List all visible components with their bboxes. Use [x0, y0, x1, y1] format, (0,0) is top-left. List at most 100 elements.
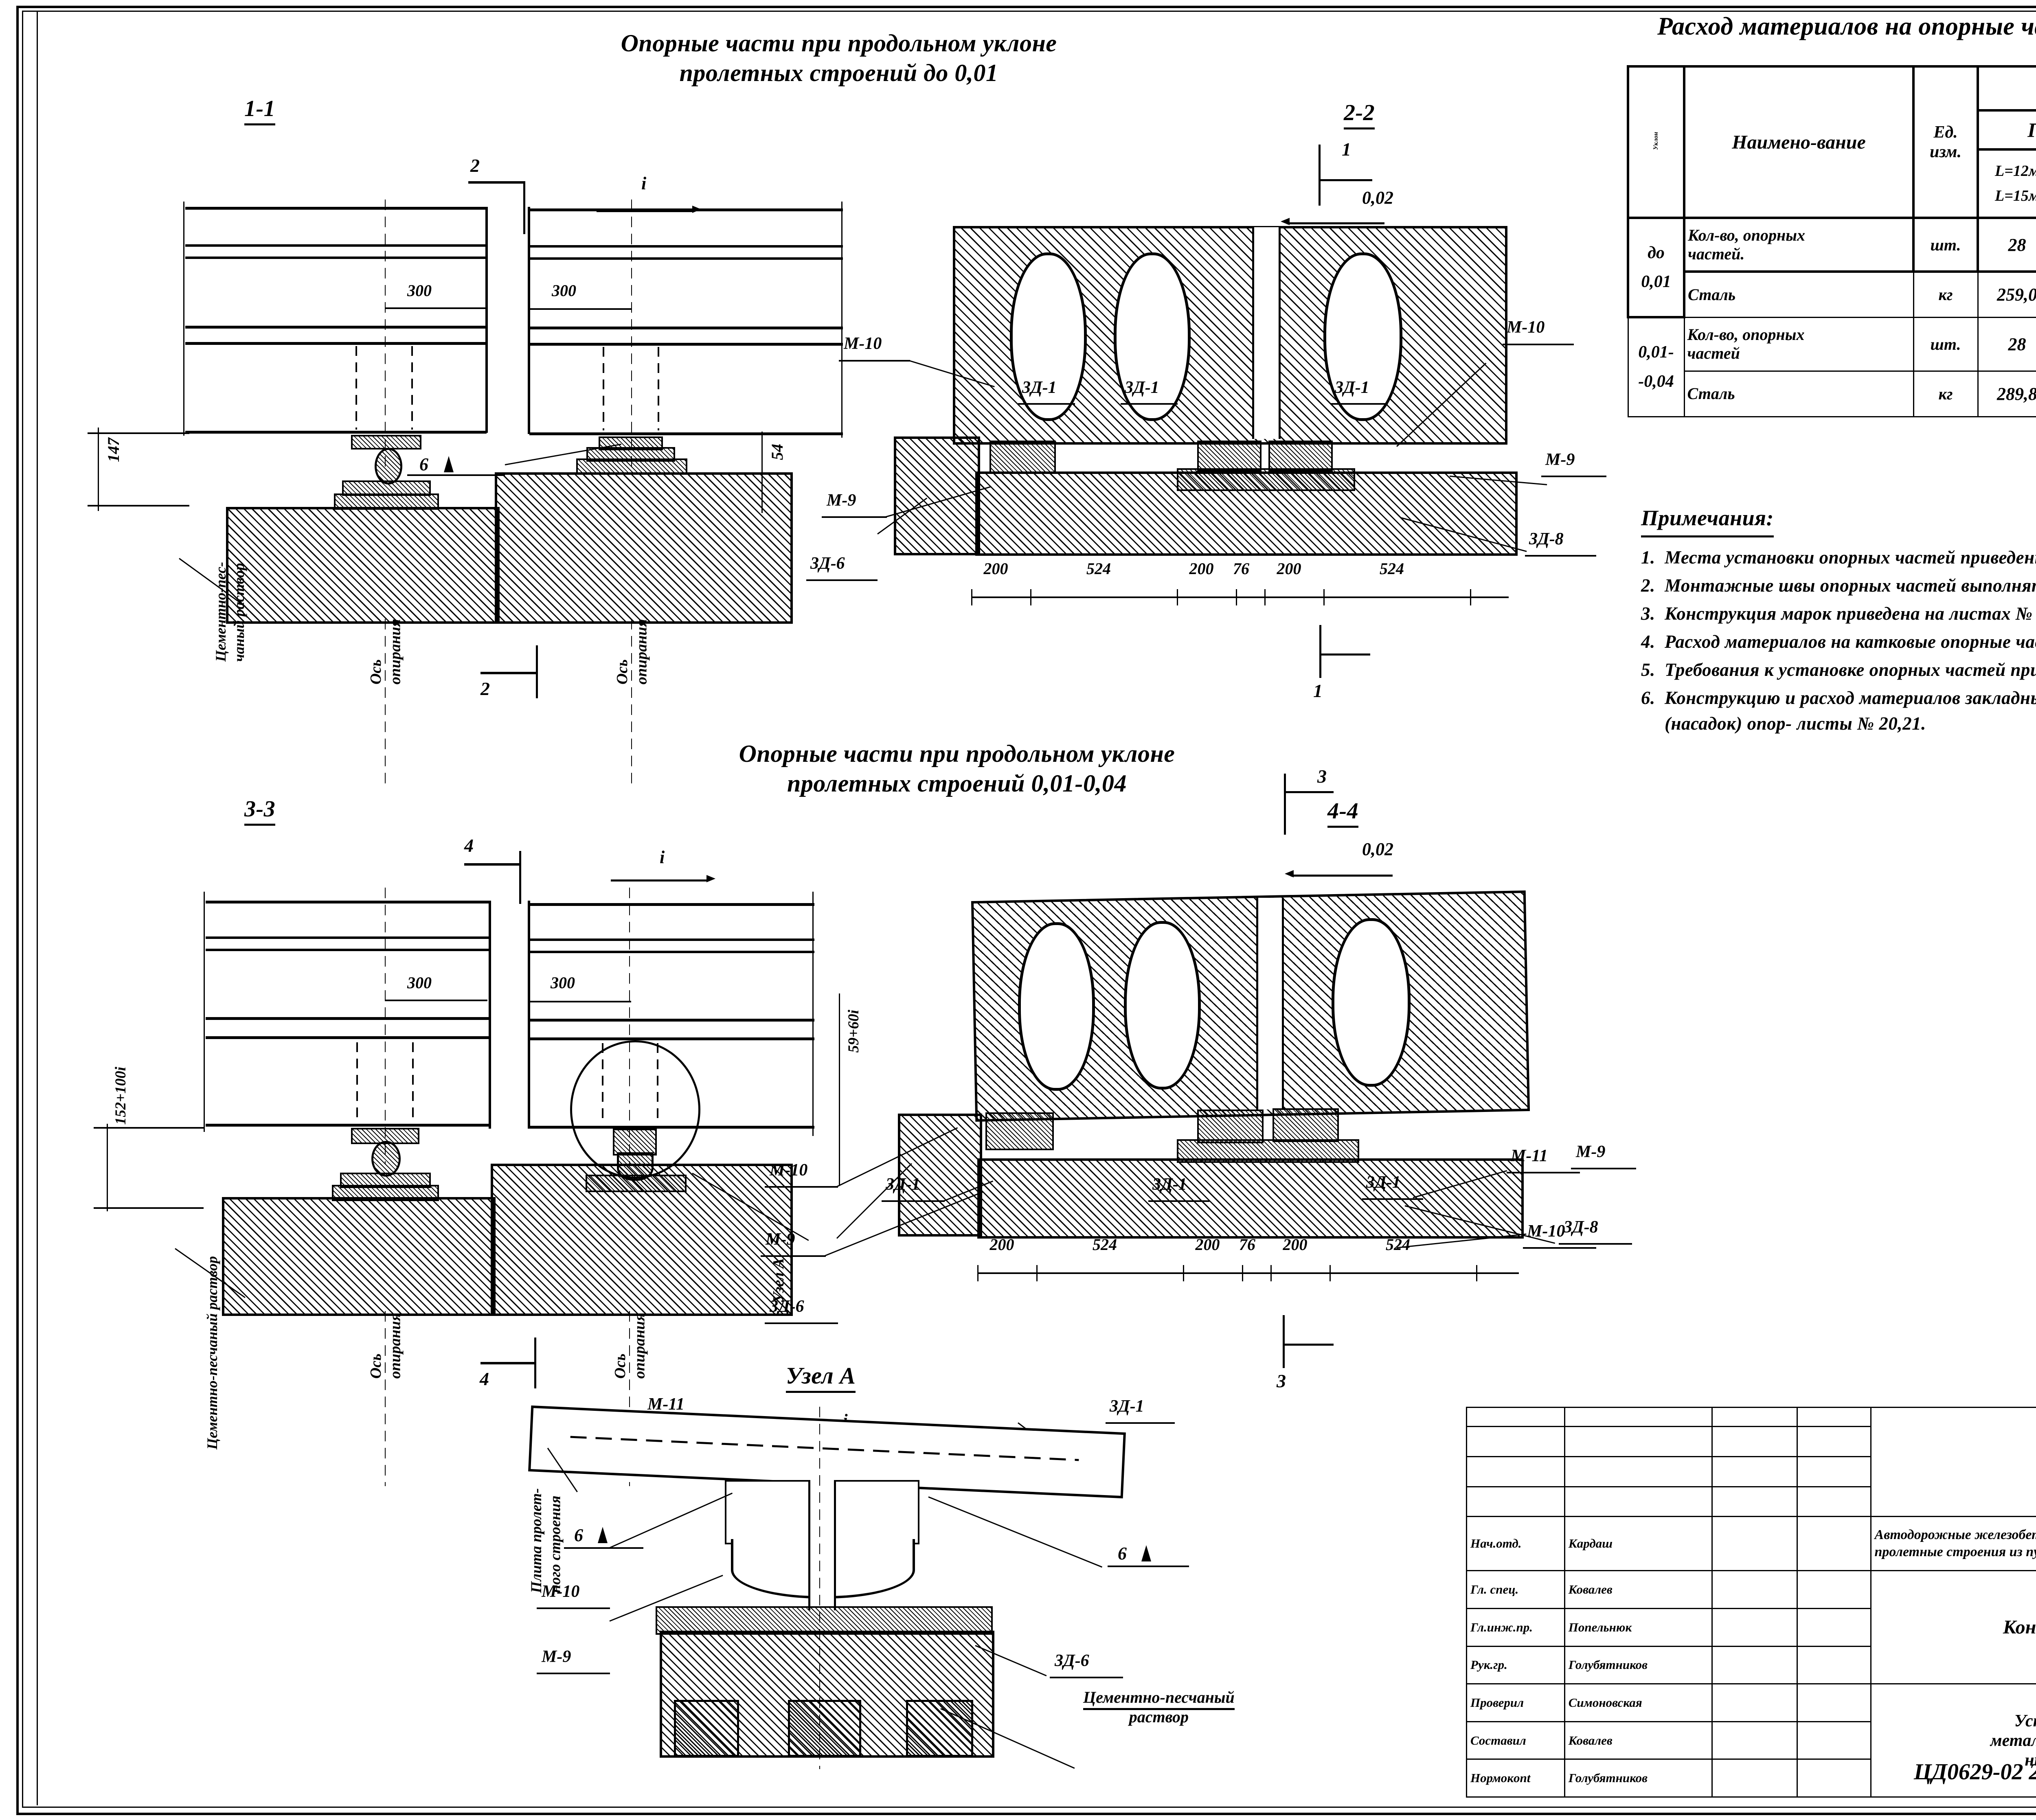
- bearing-mid2-sec22: [1268, 441, 1333, 471]
- void-1-sec44: [1018, 922, 1095, 1091]
- tangential-bearing-left-sec11: [375, 448, 402, 485]
- m10-underline-sec44: [1523, 1247, 1596, 1249]
- section-arrow-3-top: [1285, 791, 1334, 793]
- bearing-plate-lower-right-sec11: [576, 458, 687, 474]
- bottom-drawing-title-line2: пролетных строений 0,01-0,04: [787, 770, 1127, 797]
- slope-arrowhead-sec33: [706, 875, 715, 882]
- section-label-2-2: 2-2: [1344, 100, 1375, 129]
- bearing-axis-label-left-sec11: Ось опирания: [366, 619, 405, 684]
- pier-cap-main-sec44: [977, 1158, 1524, 1239]
- span-slab-l1: Плита пролет-: [528, 1488, 545, 1593]
- note-text-4: Расход материалов на катковые опорные ча…: [1665, 631, 2036, 652]
- girder-left-rightedge-sec33: [489, 901, 491, 1129]
- dim-147-top-line-sec11: [88, 432, 189, 434]
- notes-block: Примечания: 1.Места установки опорных ча…: [1641, 503, 2036, 739]
- cell-r3-c0: 289,8: [1977, 370, 2036, 417]
- cell-r2-c0: 28: [1977, 316, 2036, 372]
- m9-label-nodea: М-9: [542, 1647, 571, 1666]
- dim-row-line-sec22: [971, 596, 1509, 598]
- deck-top-left-sec33: [206, 901, 491, 903]
- dim-tick: [1330, 1265, 1331, 1281]
- dim-300-right-sec33: 300: [551, 974, 575, 992]
- zd8-underline-sec22: [1525, 555, 1596, 557]
- note-number-4: 4.: [1641, 631, 1655, 652]
- dim-tick: [1030, 589, 1031, 605]
- dim-row-line-sec44: [977, 1272, 1519, 1274]
- dim-300-line-right-sec11: [530, 308, 632, 310]
- deck-layer3-left-sec11: [185, 257, 487, 259]
- row-name-3: Сталь: [1683, 370, 1914, 417]
- bottom-drawing-code: ЦД0629-02 24: [1914, 1759, 2036, 1785]
- deck-layer2-left-sec33: [206, 936, 491, 939]
- void-2-sec22: [1114, 252, 1191, 421]
- row-unit-0: шт.: [1912, 217, 1979, 273]
- cement-mortar-b2: раствор: [1129, 1708, 1189, 1726]
- bottom-drawing-title-line1: Опорные части при продольном уклоне: [739, 740, 1175, 767]
- cement-mortar-b1: Цементно-песчаный: [1083, 1688, 1235, 1710]
- slope-002-sec22: 0,02: [1362, 188, 1393, 208]
- section-arrow-3-bottom: [1285, 1344, 1334, 1346]
- slab-bottom-left-sec11: [185, 431, 487, 434]
- slab-top2-left-sec33: [206, 1036, 491, 1039]
- drawing-name-l1: Установочный чертеж: [2014, 1711, 2036, 1730]
- row-unit-2: шт.: [1913, 316, 1979, 372]
- personnel-name-5: Ковалев: [1564, 1721, 1713, 1760]
- title-block-description-l1: Автодорожные железобетонные температурно…: [1874, 1527, 2036, 1542]
- girder-left-rightedge-sec11: [485, 207, 488, 433]
- title-block-description: Автодорожные железобетонные температурно…: [1870, 1516, 2036, 1572]
- section-line-2-bottom: [536, 645, 538, 698]
- dim-value: 200: [1195, 1235, 1220, 1254]
- cement-mortar-l2: чаный раствор: [231, 563, 247, 662]
- void-2-sec44: [1124, 921, 1201, 1090]
- bearing-axis-left-ext-sec33: [385, 1311, 386, 1486]
- dim-tick: [1183, 1265, 1184, 1281]
- slope-002-sec44: 0,02: [1362, 839, 1393, 859]
- node-a-title: Узел А: [786, 1362, 856, 1393]
- pier-cap-left-sec44: [898, 1114, 982, 1237]
- slope-002-arrowhead-sec44: [1285, 870, 1294, 877]
- anchor-dash-2-sec11: [411, 346, 413, 430]
- section-mark-3-top: 3: [1317, 766, 1327, 787]
- dim-59-60i-sec33: 59+60i: [845, 1010, 862, 1053]
- section-label-1-1: 1-1: [244, 96, 276, 125]
- bearing-axis-label-right-sec11: Ось опирания: [613, 619, 652, 684]
- m10-underline-left-sec22: [839, 360, 910, 362]
- dim-tick: [1470, 589, 1471, 605]
- dim-value: 524: [1093, 1235, 1117, 1254]
- weld-symbol-label-sec11: 6: [419, 454, 428, 474]
- dim-300-line-left-sec11: [385, 307, 487, 309]
- bearing-axis-l2-33: опирания: [386, 1313, 404, 1379]
- m10-label-nodea: М-10: [542, 1582, 580, 1601]
- m10-underline-right-sec22: [1503, 344, 1574, 345]
- bearing-axis-label-right-sec33: Ось опирания: [611, 1313, 649, 1379]
- zd8-underline-sec44: [1559, 1243, 1632, 1245]
- dim-tick: [1242, 1265, 1243, 1281]
- bearing-axis-l1: Ось: [367, 659, 384, 685]
- section-label-3-3: 3-3: [244, 796, 276, 826]
- slab-top2-left-sec11: [185, 342, 487, 345]
- personnel-name-3: Голубятников: [1564, 1645, 1713, 1685]
- girder-right-leftedge-sec33: [528, 901, 530, 1129]
- deck-layer2-right-sec11: [529, 245, 843, 248]
- cell-r0-c0: 28: [1977, 217, 2036, 273]
- note-number-2: 2.: [1641, 575, 1655, 596]
- personnel-role-6: Нормокont: [1466, 1759, 1565, 1798]
- dim-300-left-sec11: 300: [407, 281, 432, 300]
- zd1-underline-1-sec22: [1018, 403, 1075, 405]
- dim-tick: [1476, 1265, 1477, 1281]
- void-1-sec22: [1010, 252, 1087, 421]
- weld-symbol-right-nodea: 6: [1118, 1544, 1127, 1563]
- section-arrow-2-top: [468, 181, 525, 184]
- zd1-label-3-sec22: 3Д-1: [1335, 378, 1369, 397]
- section-mark-1-bottom: 1: [1313, 680, 1323, 701]
- dim-152-tick-sec33: [107, 1124, 108, 1211]
- bearing-plate-upper-left-sec11: [351, 435, 421, 450]
- top-drawing-title-line1: Опорные части при продольном уклоне: [621, 30, 1057, 57]
- personnel-name-2: Попельнюк: [1564, 1607, 1713, 1647]
- tangential-bearing-left-sec33: [371, 1141, 401, 1177]
- zd6-underline-sec22: [806, 579, 878, 581]
- slab-bottom-right-sec11: [529, 432, 843, 435]
- slope-group-1: 0,01--0,04: [1627, 316, 1685, 417]
